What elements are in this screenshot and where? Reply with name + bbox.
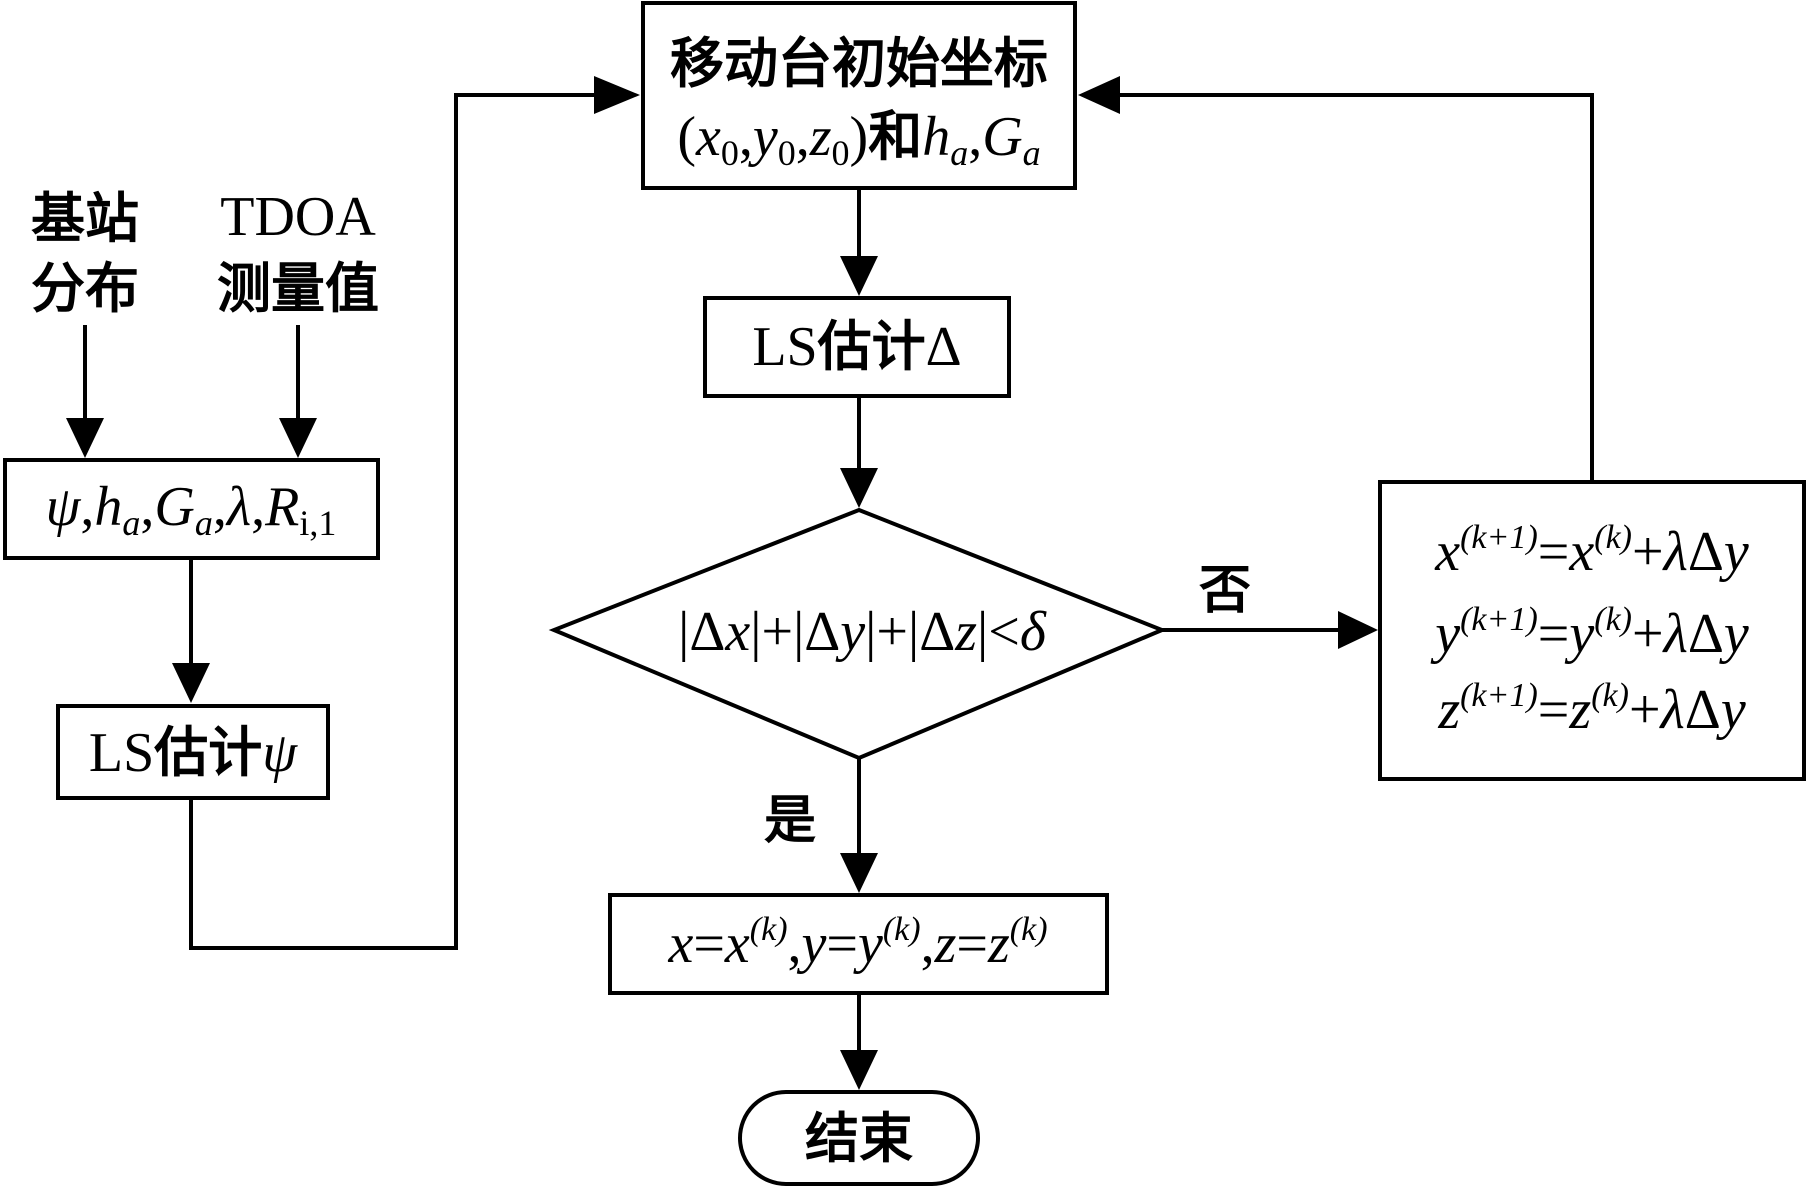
ls-delta-label: LS估计Δ: [752, 314, 961, 378]
arrowhead-ls-psi-to-initial: [594, 76, 640, 114]
result-box: [608, 893, 1109, 995]
base-station-label-line1: 基站: [31, 186, 139, 250]
iteration-update-box: [1378, 480, 1806, 781]
update-x-formula: x(k+1)=x(k)+λΔy: [1434, 519, 1749, 583]
ls-delta-box: [703, 296, 1011, 398]
end-terminator: [738, 1090, 980, 1186]
arrowhead-params-to-ls-psi: [172, 663, 210, 703]
update-z-formula: z(k+1)=z(k)+λΔy: [1437, 677, 1746, 741]
arrowhead-base-to-params: [66, 418, 104, 458]
connector-ls-psi-to-initial: [189, 93, 595, 950]
arrowhead-yes-to-result: [840, 853, 878, 893]
initial-coordinates-title: 移动台初始坐标: [670, 31, 1048, 95]
ls-psi-label: LS估计ψ: [89, 720, 298, 784]
arrowhead-ls-delta-to-decision: [840, 468, 878, 508]
base-station-input: 基站 分布: [31, 186, 139, 320]
result-formula: x=x(k),y=y(k),z=z(k): [667, 911, 1047, 975]
connector-update-to-initial: [1118, 93, 1594, 482]
branch-yes-label: 是: [764, 790, 816, 851]
initial-coordinates-formula: (x0,y0,z0)和ha,Ga: [677, 104, 1040, 173]
tdoa-label-line1: TDOA: [220, 186, 376, 248]
update-y-formula: y(k+1)=y(k)+λΔy: [1430, 601, 1749, 665]
branch-no-label: 否: [1199, 560, 1251, 621]
arrowhead-tdoa-to-params: [279, 418, 317, 458]
base-station-label-line2: 分布: [31, 256, 139, 320]
params-box: [3, 458, 380, 560]
arrowhead-no-to-update: [1338, 611, 1378, 649]
ls-psi-box: [56, 704, 330, 800]
arrowhead-update-to-initial: [1078, 76, 1120, 114]
tdoa-label-line2: 测量值: [217, 256, 379, 320]
params-formula: ψ,ha,Ga,λ,Ri,1: [46, 476, 337, 543]
initial-coordinates-box: [641, 1, 1077, 190]
arrowhead-result-to-end: [840, 1050, 878, 1090]
end-label: 结束: [805, 1106, 913, 1170]
convergence-condition: |Δx|+|Δy|+|Δz|<δ: [678, 601, 1047, 663]
tdoa-input: TDOA 测量值: [217, 186, 379, 320]
arrowhead-initial-to-ls-delta: [840, 256, 878, 296]
